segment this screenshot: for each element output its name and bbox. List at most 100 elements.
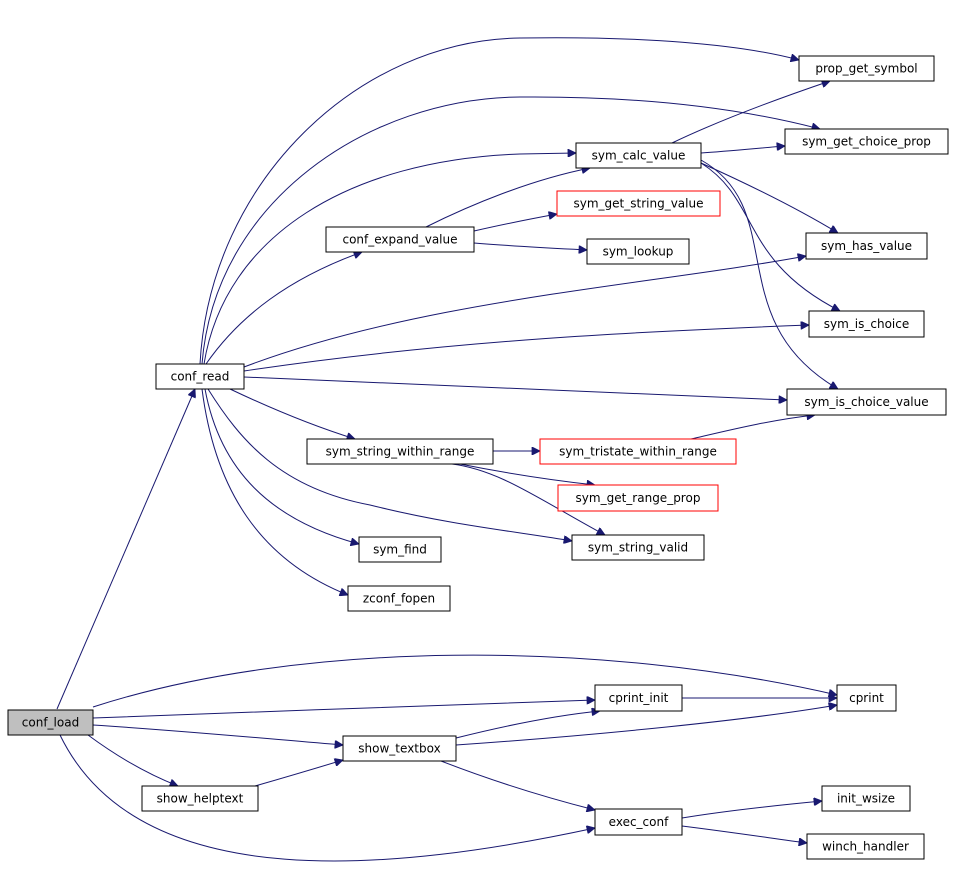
edge-show-textbox-to-cprint (455, 705, 837, 746)
edge-conf-load-to-exec-conf (59, 734, 595, 862)
node-box (571, 534, 705, 561)
node-prop-get-symbol[interactable]: prop_get_symbol (798, 55, 935, 82)
node-show-textbox[interactable]: show_textbox (342, 735, 457, 762)
node-conf-load[interactable]: conf_load (7, 709, 94, 736)
node-cprint-init[interactable]: cprint_init (594, 684, 683, 712)
node-label: cprint (849, 691, 884, 705)
node-box (806, 833, 925, 860)
node-sym-is-choice[interactable]: sym_is_choice (808, 310, 925, 338)
node-label: conf_read (171, 370, 230, 384)
node-sym-lookup[interactable]: sym_lookup (586, 238, 690, 265)
node-label: conf_load (22, 716, 79, 730)
node-sym-has-value[interactable]: sym_has_value (805, 232, 928, 260)
edge-conf-load-to-show-helptext (87, 734, 178, 786)
node-label: show_helptext (157, 792, 244, 806)
node-label: sym_calc_value (592, 149, 686, 163)
edge-conf-read-to-conf-expand-value (205, 252, 362, 365)
edge-conf-read-to-prop-get-symbol (199, 37, 799, 365)
node-label: sym_get_string_value (574, 197, 704, 211)
node-box (342, 735, 457, 762)
node-conf-expand-value[interactable]: conf_expand_value (325, 226, 475, 253)
node-box (347, 585, 451, 612)
node-box (594, 684, 683, 712)
node-label: sym_get_choice_prop (802, 135, 931, 149)
edge-sym-string-within-range-to-sym-get-range-prop (459, 463, 595, 485)
edge-show-textbox-to-cprint-init (455, 711, 600, 739)
node-winch-handler[interactable]: winch_handler (806, 833, 925, 860)
node-box (155, 363, 245, 390)
node-box (306, 438, 494, 465)
node-label: init_wsize (837, 792, 895, 806)
edge-conf-load-to-conf-read (56, 389, 195, 710)
node-label: sym_has_value (821, 239, 912, 253)
node-box (575, 142, 702, 169)
node-sym-get-choice-prop[interactable]: sym_get_choice_prop (784, 128, 949, 155)
node-label: sym_string_valid (588, 541, 688, 555)
edge-sym-calc-value-to-prop-get-symbol (671, 81, 830, 144)
node-show-helptext[interactable]: show_helptext (141, 785, 259, 812)
node-label: exec_conf (609, 815, 669, 829)
node-box (556, 190, 721, 217)
node-box (7, 709, 94, 736)
node-sym-string-valid[interactable]: sym_string_valid (571, 534, 705, 561)
edge-conf-load-to-cprint (92, 654, 837, 708)
edge-conf-read-to-zconf-fopen (201, 388, 348, 595)
edge-sym-string-within-range-to-sym-string-valid (451, 463, 605, 536)
edge-layer (56, 37, 840, 862)
node-cprint[interactable]: cprint (836, 684, 897, 712)
node-label: sym_is_choice_value (804, 395, 928, 409)
node-box (586, 238, 690, 265)
node-init-wsize[interactable]: init_wsize (821, 785, 911, 812)
node-sym-string-within-range[interactable]: sym_string_within_range (306, 438, 494, 465)
node-box (557, 484, 719, 512)
node-box (786, 388, 947, 416)
edge-conf-expand-value-to-sym-get-string-value (473, 214, 557, 232)
node-label: show_textbox (358, 742, 440, 756)
edge-conf-read-to-sym-has-value (243, 256, 806, 368)
node-sym-is-choice-value[interactable]: sym_is_choice_value (786, 388, 947, 416)
edge-sym-calc-value-to-sym-get-choice-prop (700, 146, 785, 154)
node-box (798, 55, 935, 82)
edge-sym-calc-value-to-sym-is-choice-value (700, 159, 838, 389)
node-box (805, 232, 928, 260)
edge-conf-read-to-sym-string-within-range (229, 388, 355, 439)
node-box (594, 808, 683, 836)
node-box (325, 226, 475, 253)
edge-conf-load-to-show-textbox (92, 724, 343, 745)
node-box (141, 785, 259, 812)
edge-conf-expand-value-to-sym-calc-value (425, 168, 590, 228)
edge-show-textbox-to-exec-conf (440, 760, 595, 810)
node-exec-conf[interactable]: exec_conf (594, 808, 683, 836)
node-conf-read[interactable]: conf_read (155, 363, 245, 390)
node-box (821, 785, 911, 812)
node-label: zconf_fopen (363, 592, 435, 606)
node-box (784, 128, 949, 155)
edge-exec-conf-to-init-wsize (681, 801, 822, 819)
node-label: sym_string_within_range (326, 445, 475, 459)
node-sym-find[interactable]: sym_find (358, 536, 442, 563)
node-sym-tristate-within-range[interactable]: sym_tristate_within_range (539, 438, 737, 465)
node-zconf-fopen[interactable]: zconf_fopen (347, 585, 451, 612)
edge-conf-read-to-sym-find (204, 388, 359, 544)
node-sym-get-string-value[interactable]: sym_get_string_value (556, 190, 721, 217)
node-label: conf_expand_value (342, 233, 457, 247)
node-box (808, 310, 925, 338)
node-layer: conf_load conf_read prop_get_symbol sym_… (7, 55, 949, 860)
edge-show-helptext-to-show-textbox (254, 760, 343, 787)
edge-sym-calc-value-to-sym-has-value (700, 162, 838, 233)
node-label: sym_find (373, 543, 427, 557)
node-box (836, 684, 897, 712)
node-label: sym_is_choice (824, 317, 910, 331)
node-box (539, 438, 737, 465)
node-box (358, 536, 442, 563)
node-sym-get-range-prop[interactable]: sym_get_range_prop (557, 484, 719, 512)
node-sym-calc-value[interactable]: sym_calc_value (575, 142, 702, 169)
node-label: sym_lookup (603, 245, 674, 259)
edge-conf-read-to-sym-is-choice (243, 325, 809, 372)
edge-conf-expand-value-to-sym-lookup (473, 242, 587, 250)
edge-sym-calc-value-to-sym-is-choice (700, 162, 840, 312)
node-label: sym_tristate_within_range (559, 445, 717, 459)
edge-conf-read-to-sym-calc-value (203, 153, 576, 365)
node-label: sym_get_range_prop (576, 491, 701, 505)
